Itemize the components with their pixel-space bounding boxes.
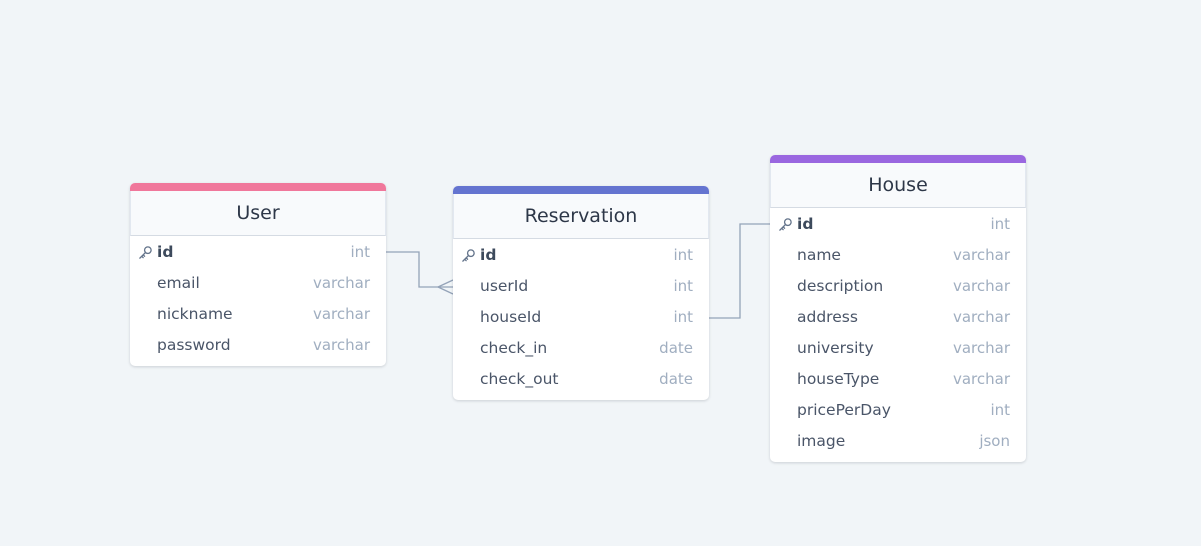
field-name: address <box>797 307 858 326</box>
field-name: userId <box>480 276 529 295</box>
field-type: int <box>673 307 693 326</box>
field-name: university <box>797 338 874 357</box>
field-row-email[interactable]: email varchar <box>130 267 386 298</box>
field-type: date <box>659 369 693 388</box>
field-name: password <box>157 335 231 354</box>
field-name: pricePerDay <box>797 400 891 419</box>
field-row-password[interactable]: password varchar <box>130 329 386 360</box>
table-title[interactable]: House <box>770 163 1026 208</box>
field-row-id[interactable]: id int <box>130 236 386 267</box>
field-type: int <box>350 242 370 261</box>
field-type: varchar <box>952 276 1010 295</box>
field-name: houseType <box>797 369 880 388</box>
table-user[interactable]: User id int email varchar nickname varch… <box>130 183 386 366</box>
field-type: int <box>990 400 1010 419</box>
table-footer-pad <box>130 360 386 366</box>
table-reservation[interactable]: Reservation id int userId int houseId in… <box>453 186 709 400</box>
table-title[interactable]: Reservation <box>453 194 709 239</box>
field-name: nickname <box>157 304 233 323</box>
field-name: description <box>797 276 884 295</box>
field-row-houseType[interactable]: houseType varchar <box>770 363 1026 394</box>
field-name: check_in <box>480 338 548 357</box>
field-row-address[interactable]: address varchar <box>770 301 1026 332</box>
table-footer-pad <box>770 456 1026 462</box>
field-name: name <box>797 245 841 264</box>
field-row-university[interactable]: university varchar <box>770 332 1026 363</box>
key-icon <box>779 218 792 231</box>
field-row-description[interactable]: description varchar <box>770 270 1026 301</box>
field-row-check_out[interactable]: check_out date <box>453 363 709 394</box>
field-name: check_out <box>480 369 559 388</box>
field-name: id <box>797 214 814 233</box>
key-icon <box>462 249 475 262</box>
field-row-pricePerDay[interactable]: pricePerDay int <box>770 394 1026 425</box>
table-accent-bar <box>453 186 709 194</box>
key-icon <box>139 246 152 259</box>
field-type: varchar <box>952 369 1010 388</box>
field-name: image <box>797 431 846 450</box>
field-row-nickname[interactable]: nickname varchar <box>130 298 386 329</box>
field-type: varchar <box>312 335 370 354</box>
table-accent-bar <box>130 183 386 191</box>
field-row-id[interactable]: id int <box>453 239 709 270</box>
field-name: id <box>157 242 174 261</box>
table-title[interactable]: User <box>130 191 386 236</box>
table-house[interactable]: House id int name varchar description va… <box>770 155 1026 462</box>
field-type: varchar <box>312 304 370 323</box>
field-type: date <box>659 338 693 357</box>
field-row-userId[interactable]: userId int <box>453 270 709 301</box>
field-row-id[interactable]: id int <box>770 208 1026 239</box>
field-row-image[interactable]: image json <box>770 425 1026 456</box>
crows-foot-icon <box>437 279 454 295</box>
connector-user-reservation[interactable] <box>386 251 453 288</box>
field-name: houseId <box>480 307 542 326</box>
field-type: varchar <box>952 338 1010 357</box>
table-fields: id int userId int houseId int check_in d… <box>453 239 709 394</box>
field-type: varchar <box>952 307 1010 326</box>
table-fields: id int name varchar description varchar … <box>770 208 1026 456</box>
table-footer-pad <box>453 394 709 400</box>
field-type: int <box>673 276 693 295</box>
field-type: varchar <box>952 245 1010 264</box>
field-name: id <box>480 245 497 264</box>
field-name: email <box>157 273 200 292</box>
field-row-check_in[interactable]: check_in date <box>453 332 709 363</box>
field-type: int <box>673 245 693 264</box>
table-fields: id int email varchar nickname varchar pa… <box>130 236 386 360</box>
connector-reservation-house[interactable] <box>709 223 770 319</box>
field-type: int <box>990 214 1010 233</box>
field-row-houseId[interactable]: houseId int <box>453 301 709 332</box>
field-type: varchar <box>312 273 370 292</box>
field-type: json <box>979 431 1010 450</box>
table-accent-bar <box>770 155 1026 163</box>
field-row-name[interactable]: name varchar <box>770 239 1026 270</box>
